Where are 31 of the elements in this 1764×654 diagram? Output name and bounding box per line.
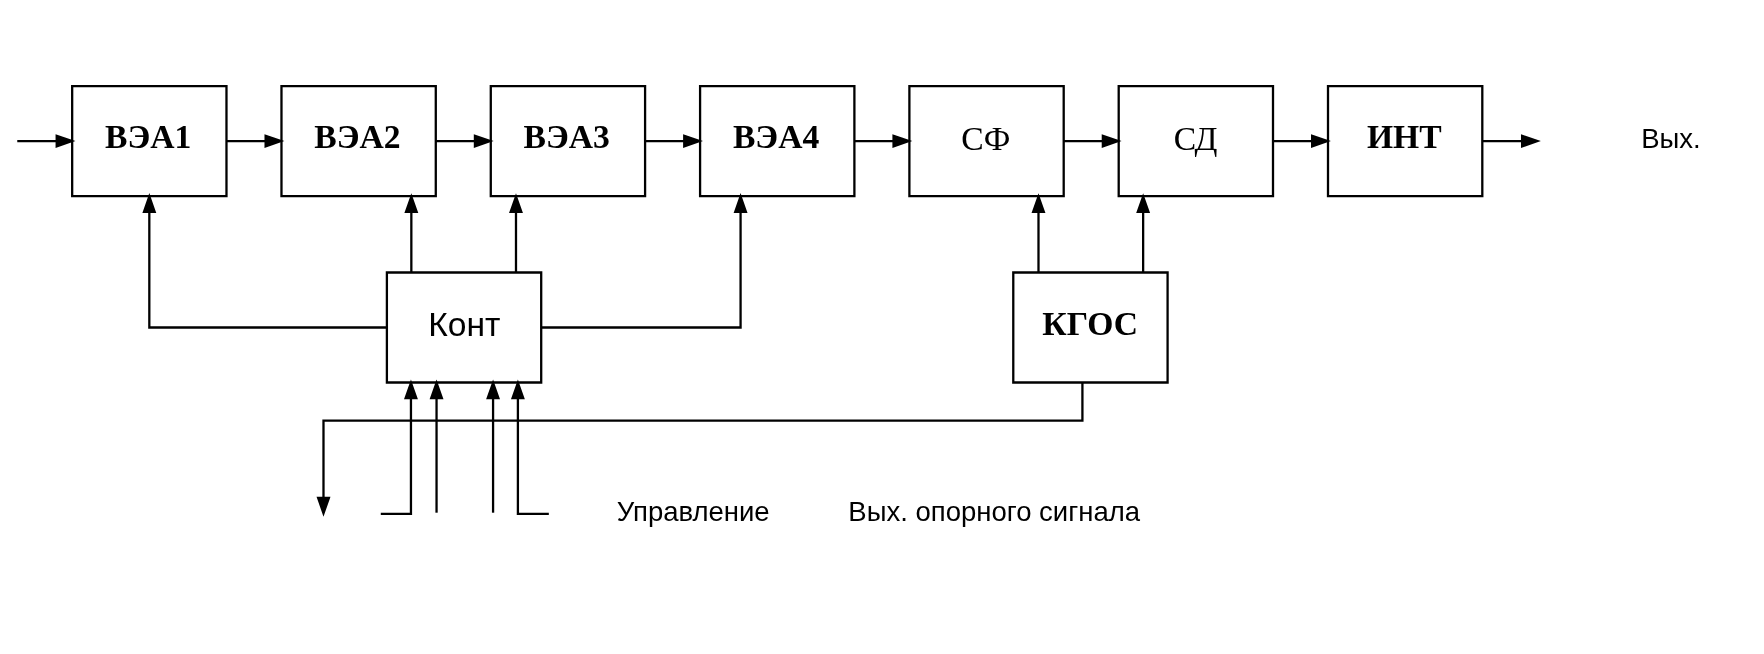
arrow — [316, 382, 1084, 517]
arrow — [541, 192, 748, 329]
arrow — [1031, 192, 1046, 272]
arrow — [226, 133, 285, 148]
node-box: ВЭА4 — [698, 84, 856, 197]
node-box: СФ — [908, 84, 1065, 197]
node-box: СД — [1117, 84, 1275, 197]
arrow — [17, 133, 76, 148]
arrow — [429, 378, 444, 513]
label: Вых. — [1641, 122, 1701, 154]
arrow — [486, 378, 501, 513]
node-box: ИНТ — [1326, 84, 1484, 197]
arrow — [510, 378, 549, 515]
arrow — [509, 192, 523, 272]
node-box: ВЭА1 — [71, 84, 228, 197]
label: Управление — [616, 495, 770, 527]
arrow — [435, 133, 494, 148]
arrow — [404, 192, 419, 272]
arrow — [380, 378, 418, 515]
node-box: КГОС — [1012, 270, 1169, 384]
arrow — [1273, 133, 1331, 148]
node-box: Конт — [385, 270, 543, 384]
label: Вых. опорного сигнала — [848, 495, 1141, 527]
node-box: ВЭА3 — [489, 84, 647, 197]
node-box: ВЭА2 — [280, 84, 437, 197]
arrow — [854, 133, 913, 148]
arrow — [142, 192, 387, 329]
arrow — [1136, 192, 1151, 272]
arrow — [1482, 133, 1541, 148]
arrow — [1063, 133, 1122, 148]
arrow — [645, 133, 703, 148]
